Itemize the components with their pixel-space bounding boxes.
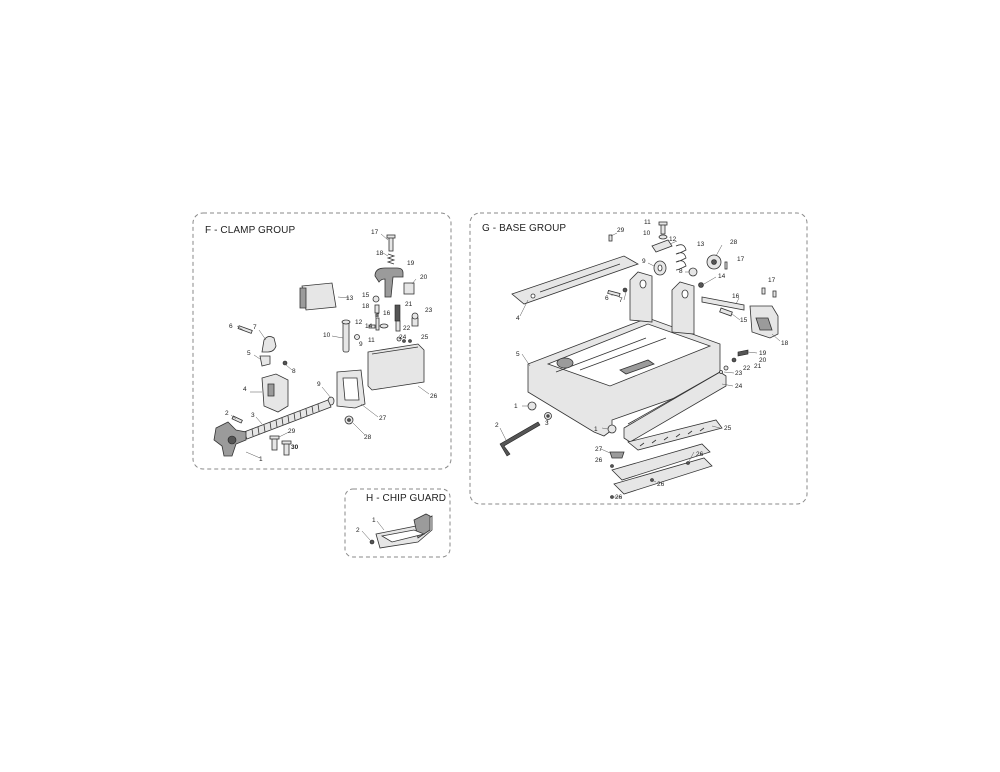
base-part-label: 22 bbox=[743, 365, 751, 372]
clamp-part-label: 13 bbox=[346, 295, 354, 302]
clamp-part-label: 7 bbox=[253, 324, 257, 331]
clamp-group-art bbox=[213, 234, 425, 457]
base-part-label: 10 bbox=[643, 230, 651, 237]
clamp-part-label: 10 bbox=[323, 332, 331, 339]
clamp-part-label: 21 bbox=[405, 301, 413, 308]
clamp-part-label: 2 bbox=[225, 410, 229, 417]
clamp-part-label: 25 bbox=[421, 334, 429, 341]
clamp-part-label: 11 bbox=[368, 337, 375, 344]
chip-guard-frame bbox=[344, 488, 451, 558]
base-part-label: 26 bbox=[696, 451, 704, 458]
base-part-label: 23 bbox=[735, 370, 743, 377]
clamp-part-label: 26 bbox=[430, 393, 438, 400]
clamp-group-frame bbox=[192, 212, 452, 470]
clamp-part-label: 15 bbox=[362, 292, 370, 299]
base-group-title: G - BASE GROUP bbox=[482, 223, 567, 234]
base-part-label: 26 bbox=[657, 481, 665, 488]
clamp-part-label: 27 bbox=[379, 415, 387, 422]
base-part-label: 1 bbox=[594, 426, 598, 433]
clamp-group-title: F - CLAMP GROUP bbox=[205, 225, 296, 236]
clamp-part-label: 8 bbox=[292, 368, 296, 375]
clamp-part-label: 3 bbox=[251, 412, 255, 419]
base-part-label: 7 bbox=[619, 297, 623, 304]
base-group-frame bbox=[469, 212, 808, 505]
base-part-label: 15 bbox=[740, 317, 748, 324]
clamp-part-label: 24 bbox=[399, 334, 407, 341]
base-part-label: 19 bbox=[759, 350, 767, 357]
chip-guard-art bbox=[361, 513, 433, 549]
base-part-label: 9 bbox=[642, 258, 646, 265]
base-part-label: 6 bbox=[605, 295, 609, 302]
clamp-part-label: 18 bbox=[376, 250, 384, 257]
clamp-part-label: 29 bbox=[288, 428, 296, 435]
base-group-art bbox=[499, 221, 779, 499]
clamp-part-label: 6 bbox=[229, 323, 233, 330]
clamp-part-label: 20 bbox=[420, 274, 428, 281]
base-part-label: 13 bbox=[697, 241, 705, 248]
clamp-part-label: 17 bbox=[371, 229, 379, 236]
base-part-label: 4 bbox=[516, 315, 520, 322]
clamp-part-label: 14 bbox=[365, 323, 373, 330]
base-part-label: 18 bbox=[781, 340, 789, 347]
chip-guard-title: H - CHIP GUARD bbox=[366, 493, 447, 504]
base-part-label: 16 bbox=[732, 293, 740, 300]
base-group-leaders bbox=[499, 232, 781, 498]
clamp-part-label: 19 bbox=[407, 260, 415, 267]
clamp-part-label: 22 bbox=[403, 325, 411, 332]
base-part-label: 5 bbox=[516, 351, 520, 358]
clamp-part-label: 9 bbox=[317, 381, 321, 388]
chip-guard-part-label: 2 bbox=[356, 527, 360, 534]
base-part-label: 26 bbox=[595, 457, 603, 464]
clamp-part-label: 23 bbox=[425, 307, 433, 314]
base-part-label: 17 bbox=[768, 277, 776, 284]
base-part-label: 20 bbox=[759, 357, 767, 364]
clamp-part-label: 12 bbox=[355, 319, 363, 326]
base-part-label: 28 bbox=[730, 239, 738, 246]
clamp-part-label: 30 bbox=[291, 444, 299, 451]
base-part-label: 27 bbox=[595, 446, 603, 453]
clamp-part-label: 5 bbox=[247, 350, 251, 357]
clamp-part-label: 16 bbox=[383, 310, 391, 317]
clamp-part-label: 28 bbox=[364, 434, 372, 441]
base-part-label: 3 bbox=[545, 420, 549, 427]
clamp-group-leaders bbox=[230, 233, 430, 459]
base-part-label: 29 bbox=[617, 227, 625, 234]
chip-guard-part-label: 1 bbox=[372, 517, 376, 524]
base-part-label: 1 bbox=[514, 403, 518, 410]
base-part-label: 12 bbox=[669, 236, 677, 243]
base-part-label: 2 bbox=[495, 422, 499, 429]
base-part-label: 24 bbox=[735, 383, 743, 390]
base-part-label: 26 bbox=[615, 494, 623, 501]
base-part-label: 11 bbox=[644, 219, 651, 226]
base-part-label: 17 bbox=[737, 256, 745, 263]
base-part-label: 21 bbox=[754, 363, 762, 370]
base-part-label: 8 bbox=[679, 268, 683, 275]
base-part-label: 25 bbox=[724, 425, 732, 432]
clamp-part-label: 9 bbox=[359, 341, 363, 348]
clamp-part-label: 1 bbox=[259, 456, 263, 463]
base-part-label: 14 bbox=[718, 273, 726, 280]
clamp-part-label: 18 bbox=[362, 303, 370, 310]
clamp-part-label: 4 bbox=[243, 386, 247, 393]
